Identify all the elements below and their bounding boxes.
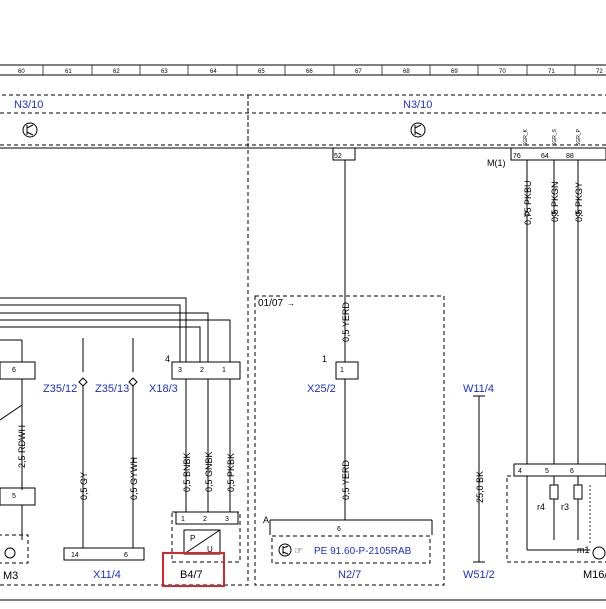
x25-pin-6: 6 bbox=[337, 526, 341, 533]
pin-88: 88 bbox=[566, 153, 574, 160]
x18-pin-label-2: 2 bbox=[200, 367, 204, 374]
ruler-66: 66 bbox=[306, 69, 313, 75]
ruler-63: 63 bbox=[161, 69, 168, 75]
ruler-71: 71 bbox=[548, 69, 555, 75]
m16-pin-4: 4 bbox=[518, 468, 522, 475]
b47-pin-1: 1 bbox=[181, 516, 185, 523]
wire-bk25: 25,0 BK bbox=[475, 471, 485, 503]
transistor-icon bbox=[22, 122, 38, 138]
m16-pin-5: 5 bbox=[545, 468, 549, 475]
wire-yerd-top: 0,5 YERD bbox=[341, 302, 351, 342]
wire-pkbk: 0,5 PKBK bbox=[226, 453, 236, 492]
left-wire-bundle bbox=[0, 297, 231, 372]
wire-pkgy: 0,5 PKGY bbox=[574, 182, 584, 222]
ruler-61: 61 bbox=[65, 69, 72, 75]
m1-connector-label: M(1) bbox=[487, 158, 506, 168]
pin-6a: 6 bbox=[12, 367, 16, 374]
m16-label: M16/ bbox=[583, 569, 606, 581]
wire-pkgn: 0,5 PKGN bbox=[550, 181, 560, 222]
ruler-72: 72 bbox=[596, 69, 603, 75]
z35-13-label: Z35/13 bbox=[95, 383, 129, 395]
x25-2-pin-count: 1 bbox=[322, 354, 327, 364]
b47-p-label: P bbox=[190, 534, 195, 543]
arrow-glyph: → bbox=[287, 299, 295, 308]
b4-7-label: B4/7 bbox=[180, 569, 203, 581]
ruler-62: 62 bbox=[113, 69, 120, 75]
wire-bnbk: 0,5 BNBK bbox=[182, 452, 192, 492]
b47-pin-3: 3 bbox=[225, 516, 229, 523]
wire-rdwh: 2,5 RDWH bbox=[17, 425, 27, 468]
x11-4-label: X11/4 bbox=[93, 569, 121, 581]
pin-76: 76 bbox=[513, 153, 521, 160]
b47-u-label: U bbox=[207, 545, 213, 554]
w51-2-label: W51/2 bbox=[463, 569, 495, 581]
transistor-icon bbox=[278, 543, 292, 557]
ruler-70: 70 bbox=[499, 69, 506, 75]
n2-7-label: N2/7 bbox=[338, 569, 361, 581]
n3-10-pin-row: 52 76 64 88 M(1) SGR_K SGR_S SGR_P bbox=[332, 128, 606, 168]
pe-reference-link[interactable]: PE 91.60-P-2105RAB bbox=[314, 546, 412, 557]
pin-64: 64 bbox=[541, 153, 549, 160]
ruler-67: 67 bbox=[355, 69, 362, 75]
w11-4-label: W11/4 bbox=[463, 383, 494, 395]
pin-6b: 6 bbox=[124, 552, 128, 559]
ruler-69: 69 bbox=[451, 69, 458, 75]
rot-label-3: SGR_P bbox=[576, 128, 582, 146]
grid-ruler: 60 61 62 63 64 65 66 67 68 69 70 71 72 bbox=[0, 64, 606, 76]
wire-gy: 0,5 GY bbox=[79, 472, 89, 500]
ruler-60: 60 bbox=[18, 69, 25, 75]
z35-12-label: Z35/12 bbox=[43, 383, 77, 395]
rot-label-2: SGR_S bbox=[552, 128, 558, 146]
ruler-68: 68 bbox=[403, 69, 410, 75]
ruler-65: 65 bbox=[258, 69, 265, 75]
m3-motor: 6 2,5 RDWH 5 M3 bbox=[0, 361, 36, 582]
pin-14: 14 bbox=[71, 552, 79, 559]
x18-3-pin-count: 4 bbox=[165, 354, 170, 364]
wire-gywh: 0,5 GYWH bbox=[129, 457, 139, 500]
x18-3-connector: 3 2 1 4 X18/3 0,5 BNBK 0,5 GNBK 0,5 PKBK bbox=[149, 354, 241, 512]
pin-5a: 5 bbox=[12, 493, 16, 500]
wire-yerd-bottom: 0,5 YERD bbox=[341, 460, 351, 500]
x11-4-connector: 14 6 X11/4 bbox=[63, 547, 145, 581]
transistor-icon bbox=[410, 122, 426, 138]
date-code-label: 01/07 bbox=[258, 298, 283, 309]
x18-pin-label-3: 3 bbox=[178, 367, 182, 374]
hand-pointer-icon: ☞ bbox=[294, 546, 303, 557]
x18-pin-label-1: 1 bbox=[222, 367, 226, 374]
b47-pin-2: 2 bbox=[203, 516, 207, 523]
wire-gnbk: 0,5 GNBK bbox=[204, 451, 214, 492]
m16-wires: 0,75 PKBU 0,5 PKGN 0,5 PKGY bbox=[523, 160, 584, 464]
m3-label: M3 bbox=[3, 570, 18, 582]
n2-7-region: 01/07 → 0,5 YERD 1 1 X25/2 0,5 YERD A 6 … bbox=[254, 160, 445, 586]
n3-10-control-unit: N3/10 N3/10 bbox=[0, 94, 606, 586]
r3-label: r3 bbox=[561, 502, 569, 512]
n3-10-label-left: N3/10 bbox=[14, 99, 43, 111]
rot-label-1: SGR_K bbox=[523, 128, 529, 146]
z35-splices: Z35/12 Z35/13 0,5 GY 0,5 GYWH bbox=[43, 377, 139, 548]
x25-2-label: X25/2 bbox=[307, 383, 336, 395]
m16-actuator: 4 5 6 r4 r3 m1 M16/ bbox=[506, 463, 606, 581]
m16-pin-6: 6 bbox=[570, 468, 574, 475]
r4-label: r4 bbox=[537, 502, 545, 512]
b4-7-sensor: 1 2 3 P U B4/7 bbox=[162, 511, 241, 587]
ground-path: W11/4 W51/2 25,0 BK bbox=[463, 383, 495, 581]
a-marker: A bbox=[263, 515, 269, 525]
x25-pin-label-1: 1 bbox=[340, 367, 344, 374]
n3-10-label-right: N3/10 bbox=[403, 99, 432, 111]
m1-label: m1 bbox=[577, 545, 590, 555]
x18-3-label: X18/3 bbox=[149, 383, 178, 395]
pin-52: 52 bbox=[334, 153, 342, 160]
wire-pkbu: 0,75 PKBU bbox=[523, 180, 533, 225]
ruler-64: 64 bbox=[210, 69, 217, 75]
b4-7-highlight bbox=[162, 552, 225, 587]
